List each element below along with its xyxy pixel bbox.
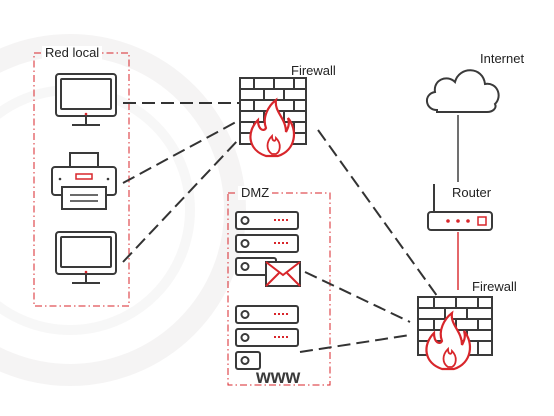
firewall-icon	[417, 296, 493, 371]
router-icon	[427, 184, 493, 231]
router-label: Router	[452, 185, 492, 200]
dmz-zone-label: DMZ	[238, 186, 273, 200]
cloud-icon	[426, 69, 500, 113]
web-server-icon: www	[235, 305, 301, 388]
network-links	[122, 102, 441, 353]
firewall-external-label: Firewall	[472, 279, 517, 294]
www-tag: www	[255, 367, 301, 388]
local-zone-label: Red local	[42, 46, 103, 60]
flame-icon	[249, 97, 296, 158]
link-printer-firewall	[122, 121, 237, 184]
link-monitor-bottom-firewall	[122, 137, 241, 263]
monitor-icon	[55, 73, 117, 126]
dmz-zone	[227, 192, 331, 386]
printer-icon	[51, 152, 117, 210]
envelope-icon	[265, 261, 301, 287]
monitor-icon	[55, 231, 117, 284]
firewall-icon	[239, 77, 307, 158]
link-firewall-external	[317, 129, 441, 301]
flame-icon	[425, 310, 472, 371]
internet-label: Internet	[480, 51, 525, 66]
watermark-seal	[0, 34, 246, 386]
link-web-server-firewall	[299, 334, 411, 353]
mail-server-icon	[235, 211, 301, 287]
firewall-internal-label: Firewall	[291, 63, 336, 78]
link-mail-server-firewall	[304, 271, 411, 323]
